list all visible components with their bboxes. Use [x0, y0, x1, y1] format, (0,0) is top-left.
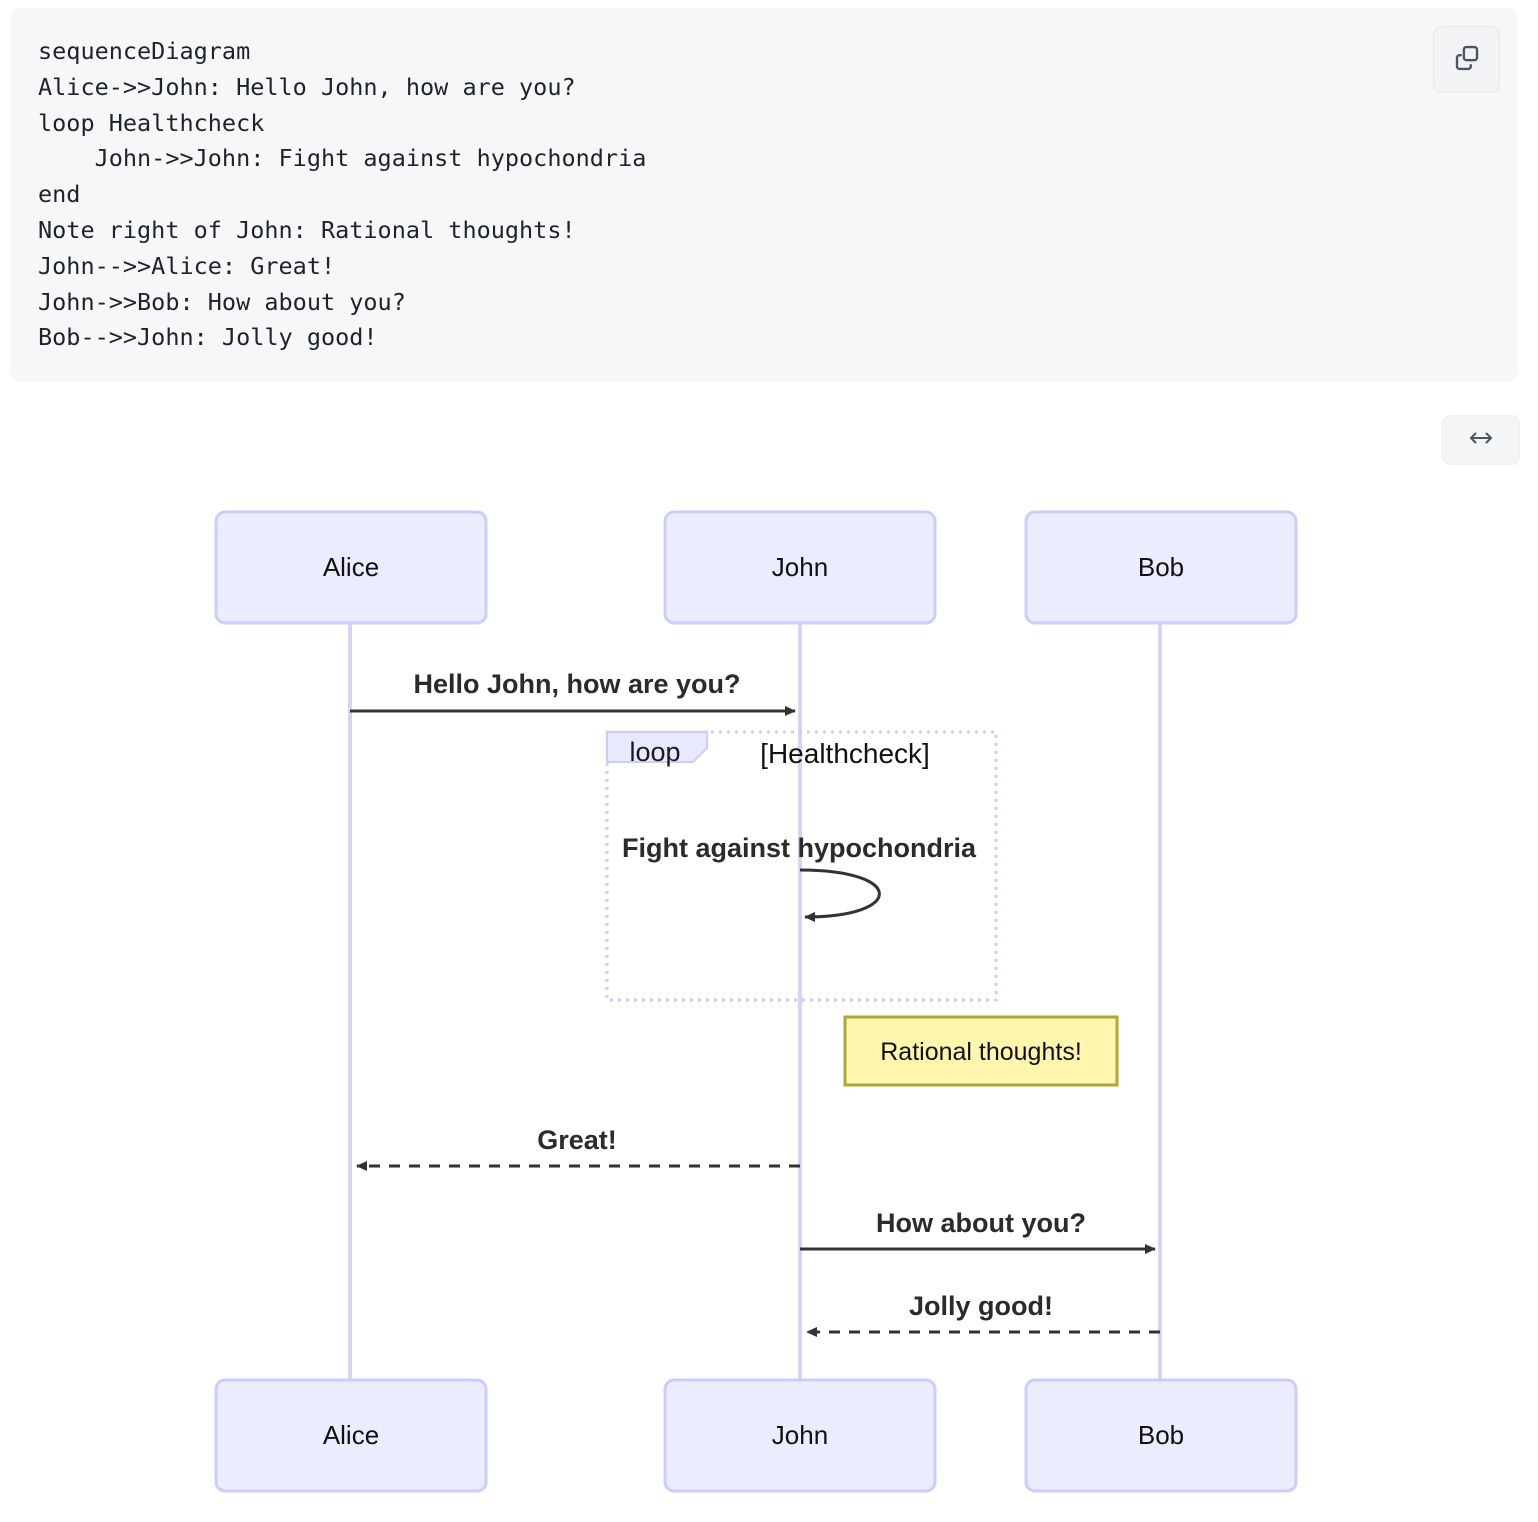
self-message-arrow: [799, 868, 881, 922]
loop-tag-label: loop: [629, 737, 680, 767]
actor-box-top-bob[interactable]: Bob: [1024, 510, 1298, 625]
message-fight-hypochondria: Fight against hypochondria: [622, 833, 977, 922]
actor-box-top-john[interactable]: John: [663, 510, 937, 625]
message-label: Fight against hypochondria: [622, 833, 977, 863]
code-block-panel: sequenceDiagram Alice->>John: Hello John…: [10, 8, 1518, 382]
actor-label: John: [772, 1420, 828, 1450]
sequence-diagram-canvas: loop [Healthcheck] Hello John, how are y…: [0, 480, 1538, 1522]
actor-box-bottom-alice[interactable]: Alice: [214, 1378, 488, 1493]
actor-label: Bob: [1138, 1420, 1184, 1450]
note-box: [843, 1015, 1119, 1087]
actor-box-top-alice[interactable]: Alice: [214, 510, 488, 625]
message-great: Great!: [356, 1125, 800, 1171]
actor-box-bottom-john[interactable]: John: [663, 1378, 937, 1493]
actor-label: Alice: [323, 1420, 379, 1450]
loop-title-label: [Healthcheck]: [760, 738, 930, 769]
actor-box-bottom-bob[interactable]: Bob: [1024, 1378, 1298, 1493]
actor-label: Alice: [323, 552, 379, 582]
copy-code-button[interactable]: [1433, 26, 1500, 93]
actor-box[interactable]: [663, 510, 937, 625]
loop-block-healthcheck: loop [Healthcheck]: [605, 730, 998, 1002]
message-label: How about you?: [876, 1208, 1086, 1238]
expand-width-button[interactable]: [1442, 415, 1520, 465]
message-label: Hello John, how are you?: [413, 669, 740, 699]
mermaid-source-text: sequenceDiagram Alice->>John: Hello John…: [38, 37, 647, 352]
actor-label: Bob: [1138, 552, 1184, 582]
actor-label: John: [772, 552, 828, 582]
message-label: Great!: [537, 1125, 617, 1155]
message-label: Jolly good!: [909, 1291, 1053, 1321]
horizontal-arrows-icon: [1465, 426, 1497, 455]
copy-icon: [1452, 42, 1482, 77]
lifelines: [348, 623, 1162, 1380]
actor-box[interactable]: [663, 1378, 937, 1493]
message-hello-john: Hello John, how are you?: [350, 669, 796, 716]
loop-block-border: [605, 730, 998, 1002]
actor-box[interactable]: [214, 510, 488, 625]
loop-tag-shape: [606, 731, 708, 763]
note-rational-thoughts: Rational thoughts!: [843, 1015, 1119, 1087]
actor-box[interactable]: [1024, 1378, 1298, 1493]
actor-box[interactable]: [214, 1378, 488, 1493]
actor-box[interactable]: [1024, 510, 1298, 625]
note-label: Rational thoughts!: [880, 1038, 1082, 1066]
message-how-about-you: How about you?: [800, 1208, 1156, 1254]
message-jolly-good: Jolly good!: [806, 1291, 1160, 1337]
